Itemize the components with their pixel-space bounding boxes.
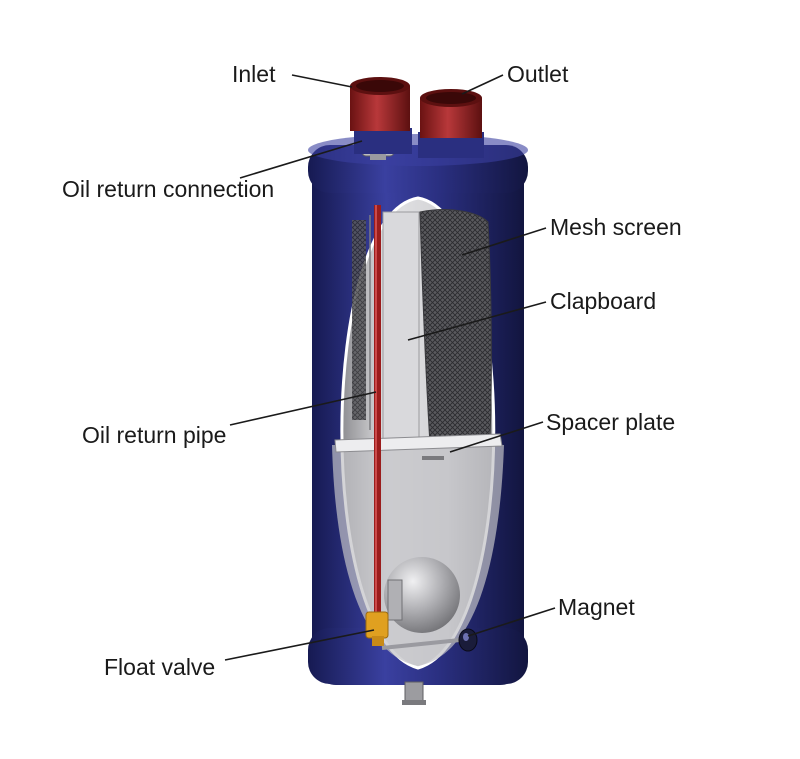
leader-lines [224, 74, 556, 661]
leader-clapboard [407, 301, 547, 341]
outlet-pipe [418, 89, 484, 158]
inlet-pipe [350, 77, 412, 154]
float-ball [384, 557, 460, 633]
label-clapboard: Clapboard [550, 288, 656, 314]
leader-magnet [467, 607, 556, 637]
label-outlet: Outlet [507, 61, 569, 87]
label-inlet: Inlet [232, 61, 276, 87]
label-float-valve: Float valve [104, 654, 215, 680]
label-spacer-plate: Spacer plate [546, 409, 675, 435]
leader-oil-return-pipe [229, 391, 377, 426]
oil-return-pipe [374, 205, 381, 630]
label-oil-return-connection: Oil return connection [62, 176, 274, 202]
leader-mesh-screen [461, 227, 547, 256]
leader-spacer-plate [449, 421, 544, 453]
leader-inlet [291, 74, 353, 88]
float-valve [365, 579, 461, 650]
leader-oil-return-connection [239, 140, 363, 179]
label-magnet: Magnet [558, 594, 635, 620]
bottom-fitting [402, 681, 426, 705]
label-mesh-screen: Mesh screen [550, 214, 682, 240]
leader-outlet [461, 74, 504, 95]
label-oil-return-pipe: Oil return pipe [82, 422, 226, 448]
spacer-plate-slot [422, 456, 444, 460]
leader-float-valve [224, 629, 375, 661]
magnet [458, 628, 478, 652]
clapboard [352, 211, 420, 443]
